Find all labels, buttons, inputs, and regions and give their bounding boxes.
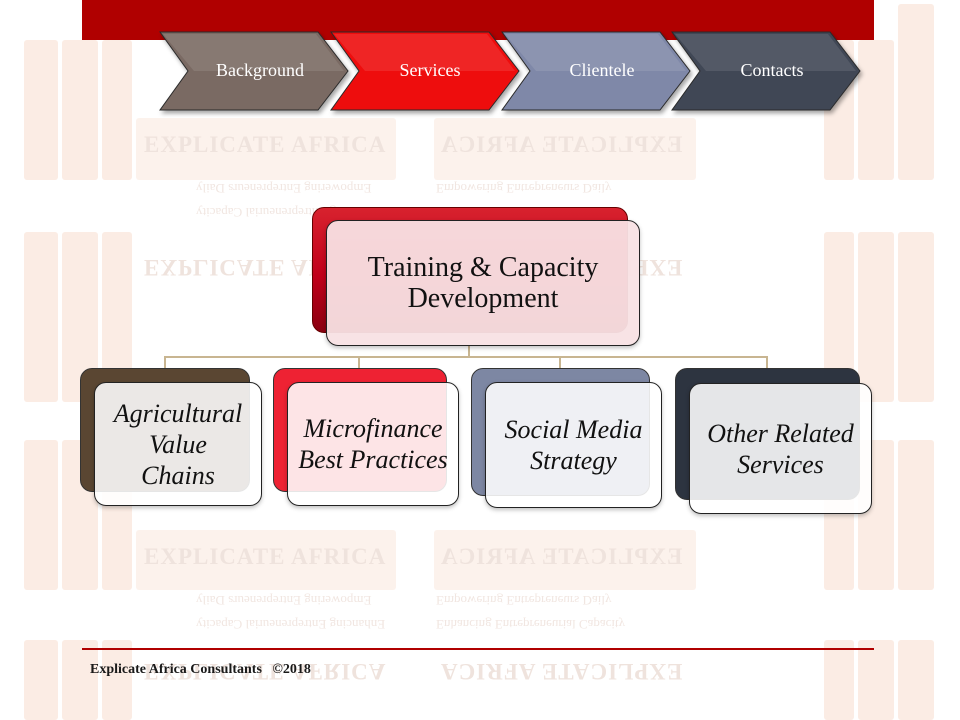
connector-child-2 — [358, 356, 360, 370]
footer-copyright: Explicate Africa Consultants ©2018 — [90, 662, 311, 677]
child-node-1-line2: Value — [149, 429, 207, 459]
child-node-microfinance: Microfinance Best Practices — [287, 382, 459, 506]
nav-item-contacts[interactable]: Contacts — [740, 60, 804, 80]
root-node-label-line1: Training & Capacity — [367, 252, 599, 283]
nav-item-services[interactable]: Services — [399, 60, 461, 80]
root-node: Training & Capacity Development — [326, 220, 640, 346]
chevron-nav: Background Services Clientele Contacts — [0, 0, 960, 120]
watermark-brand-lower: EXPLICATE AFRICA — [144, 544, 387, 569]
connector-child-4 — [766, 356, 768, 370]
nav-item-clientele[interactable]: Clientele — [569, 60, 635, 80]
child-node-3-line2: Strategy — [530, 446, 617, 475]
watermark-brand: EXPLICATE AFRICA — [144, 132, 387, 157]
child-node-2-line2: Best Practices — [298, 445, 448, 474]
child-node-1-line1: Agricultural — [113, 398, 243, 428]
child-node-2-line1: Microfinance — [303, 414, 443, 443]
connector-child-3 — [559, 356, 561, 370]
chevron-nav-shapes — [159, 31, 861, 111]
child-node-other-services: Other Related Services — [689, 383, 872, 514]
child-node-3-line1: Social Media — [504, 415, 643, 444]
footer-divider — [82, 648, 874, 650]
child-node-social-media: Social Media Strategy — [485, 382, 662, 508]
connector-horizontal — [164, 356, 768, 358]
chevron-clientele[interactable] — [501, 31, 691, 111]
connector-root-stem — [468, 346, 470, 358]
chevron-clientele-highlight — [505, 34, 686, 71]
chevron-contacts-highlight — [675, 34, 856, 71]
chevron-contacts[interactable] — [671, 31, 861, 111]
child-node-4-line1: Other Related — [707, 418, 854, 448]
child-node-1-line3: Chains — [141, 460, 215, 490]
chevron-services[interactable] — [330, 31, 520, 111]
chevron-background-highlight — [163, 34, 344, 71]
child-node-agricultural: Agricultural Value Chains — [94, 382, 262, 506]
chevron-services-highlight — [334, 34, 515, 71]
nav-item-background[interactable]: Background — [216, 60, 304, 80]
root-node-label-line2: Development — [407, 283, 559, 314]
child-node-4-line2: Services — [737, 449, 824, 479]
chevron-background[interactable] — [159, 31, 349, 111]
connector-child-1 — [164, 356, 166, 370]
